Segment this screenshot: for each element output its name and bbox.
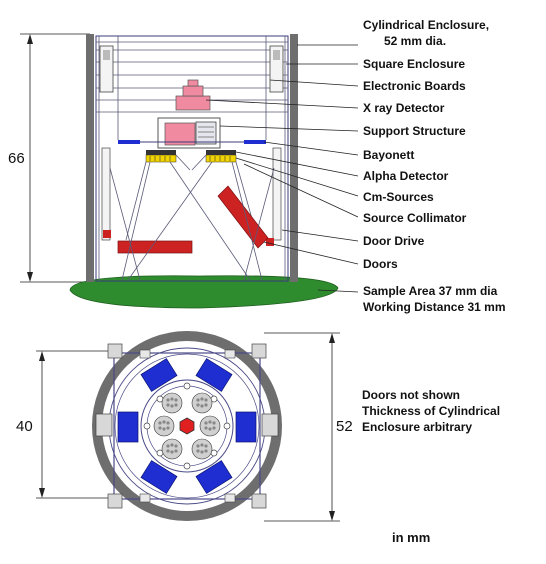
label-electronic-boards: Electronic Boards <box>363 79 466 93</box>
note-thickness: Thickness of Cylindrical <box>362 404 500 418</box>
side-view: 66 <box>8 18 506 314</box>
inner-dimension: 40 <box>16 350 120 499</box>
label-x-ray-detector: X ray Detector <box>363 101 445 115</box>
label-source-collimator: Source Collimator <box>363 211 467 225</box>
label-door-drive: Door Drive <box>363 234 425 248</box>
bolt-holes <box>143 382 231 470</box>
top-view-notes: Doors not shown Thickness of Cylindrical… <box>362 388 500 434</box>
alpha-detector-ring <box>117 358 257 494</box>
collimator-clusters <box>153 392 221 460</box>
label-leaders <box>205 44 359 293</box>
door-drive <box>101 147 282 246</box>
inner-dimension-label: 40 <box>16 418 33 435</box>
sample-area <box>69 275 339 309</box>
height-dimension-label: 66 <box>8 150 25 167</box>
square-enclosure <box>95 35 289 282</box>
label-support-structure: Support Structure <box>363 124 466 138</box>
label-bayonett: Bayonett <box>363 148 414 162</box>
x-ray-detector <box>164 79 211 146</box>
cylindrical-enclosure-left-wall <box>86 34 94 282</box>
label-doors: Doors <box>363 257 398 271</box>
label-sample-area: Sample Area 37 mm dia <box>363 284 498 298</box>
cylindrical-enclosure-right-wall <box>290 34 298 282</box>
label-working-distance: Working Distance 31 mm <box>363 300 506 314</box>
top-view: 40 52 <box>16 331 500 522</box>
label-square-enclosure: Square Enclosure <box>363 57 465 71</box>
outer-dimension: 52 <box>264 332 353 522</box>
note-enclosure-arbitrary: Enclosure arbitrary <box>362 420 472 434</box>
source-collimator <box>125 154 259 241</box>
support-structure <box>157 117 221 149</box>
units-label: in mm <box>392 530 430 545</box>
outer-dimension-label: 52 <box>336 418 353 435</box>
alpha-detector <box>146 150 236 155</box>
label-alpha-detector: Alpha Detector <box>363 169 449 183</box>
side-view-labels: Cylindrical Enclosure, 52 mm dia. Square… <box>363 18 506 314</box>
square-enclosure-top <box>113 352 261 500</box>
label-cm-sources: Cm-Sources <box>363 190 434 204</box>
label-cylindrical-diameter: 52 mm dia. <box>384 34 446 48</box>
x-ray-detector-window <box>179 417 195 435</box>
height-dimension: 66 <box>8 33 90 283</box>
corner-mounts <box>95 343 279 509</box>
excitation-rays <box>109 161 275 281</box>
note-doors-not-shown: Doors not shown <box>362 388 460 402</box>
doors <box>117 185 269 254</box>
bayonett <box>118 140 266 144</box>
label-cylindrical-enclosure: Cylindrical Enclosure, <box>363 18 489 32</box>
cm-sources <box>145 154 237 163</box>
